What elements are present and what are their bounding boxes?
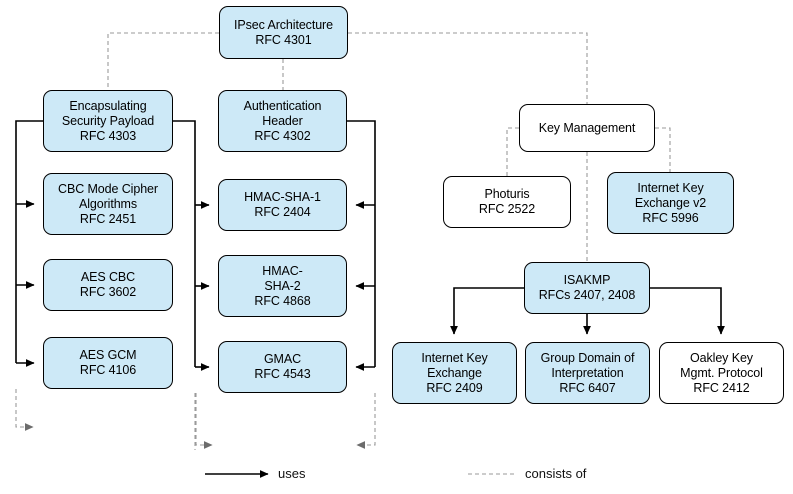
node-line: RFC 2404 <box>254 205 311 219</box>
node-aes-cbc[interactable]: AES CBC RFC 3602 <box>43 259 173 311</box>
node-line: RFCs 2407, 2408 <box>538 288 636 302</box>
node-line: SHA-2 <box>264 278 301 293</box>
node-line: AES GCM <box>79 348 137 362</box>
node-cbc-mode-cipher-algorithms[interactable]: CBC Mode Cipher Algorithms RFC 2451 <box>43 173 173 235</box>
node-line: Exchange <box>427 365 482 380</box>
node-line: RFC 2409 <box>426 380 483 395</box>
legend-label-uses: uses <box>278 466 306 481</box>
node-line: RFC 2522 <box>478 202 536 216</box>
node-key-management[interactable]: Key Management <box>519 104 655 152</box>
node-line: CBC Mode Cipher <box>58 181 158 196</box>
node-internet-key-exchange[interactable]: Internet Key Exchange RFC 2409 <box>392 342 517 404</box>
node-line: RFC 4868 <box>254 293 311 308</box>
node-line: RFC 4543 <box>254 367 311 381</box>
node-line: HMAC- <box>262 263 303 278</box>
uses-edges <box>15 120 725 478</box>
node-group-domain-of-interpretation[interactable]: Group Domain of Interpretation RFC 6407 <box>525 342 650 404</box>
node-line: RFC 2412 <box>693 380 750 395</box>
consists-of-edges <box>15 32 671 475</box>
node-line: Key Management <box>538 120 636 135</box>
node-line: RFC 3602 <box>79 285 137 299</box>
node-line: Encapsulating <box>69 98 147 113</box>
node-line: Internet Key <box>637 180 704 195</box>
node-line: Security Payload <box>61 113 155 128</box>
node-line: Mgmt. Protocol <box>680 365 763 380</box>
node-line: RFC 5996 <box>642 210 699 225</box>
node-line: ISAKMP <box>563 273 611 287</box>
legend-label-consists-of: consists of <box>525 466 587 481</box>
node-line: Oakley Key <box>690 350 753 365</box>
node-authentication-header[interactable]: Authentication Header RFC 4302 <box>218 90 347 152</box>
node-hmac-sha-2[interactable]: HMAC- SHA-2 RFC 4868 <box>218 255 347 317</box>
node-line: RFC 2451 <box>79 211 137 226</box>
node-line: Group Domain of <box>540 350 635 365</box>
node-line: HMAC-SHA-1 <box>244 190 321 204</box>
node-line: RFC 6407 <box>559 380 616 395</box>
node-isakmp[interactable]: ISAKMP RFCs 2407, 2408 <box>524 262 650 314</box>
node-line: Algorithms <box>78 196 138 211</box>
node-photuris[interactable]: Photuris RFC 2522 <box>443 176 571 228</box>
node-line: AES CBC <box>80 270 136 284</box>
node-line: Exchange v2 <box>634 195 707 210</box>
node-internet-key-exchange-v2[interactable]: Internet Key Exchange v2 RFC 5996 <box>607 172 734 234</box>
node-line: Interpretation <box>551 365 624 380</box>
node-line: Header <box>262 113 303 128</box>
node-hmac-sha-1[interactable]: HMAC-SHA-1 RFC 2404 <box>218 179 347 231</box>
node-aes-gcm[interactable]: AES GCM RFC 4106 <box>43 337 173 389</box>
node-encapsulating-security-payload[interactable]: Encapsulating Security Payload RFC 4303 <box>43 90 173 152</box>
node-line: IPsec Architecture <box>234 17 333 32</box>
node-line: RFC 4302 <box>254 128 311 143</box>
node-line: GMAC <box>263 352 302 366</box>
node-line: Internet Key <box>421 350 488 365</box>
node-gmac[interactable]: GMAC RFC 4543 <box>218 341 347 393</box>
node-line: RFC 4301 <box>255 32 312 47</box>
node-oakley-key-mgmt-protocol[interactable]: Oakley Key Mgmt. Protocol RFC 2412 <box>659 342 784 404</box>
node-line: RFC 4106 <box>79 363 137 377</box>
node-line: RFC 4303 <box>79 128 137 143</box>
node-line: Photuris <box>484 187 530 201</box>
node-line: Authentication <box>243 98 322 113</box>
node-ipsec-architecture[interactable]: IPsec Architecture RFC 4301 <box>219 6 348 59</box>
